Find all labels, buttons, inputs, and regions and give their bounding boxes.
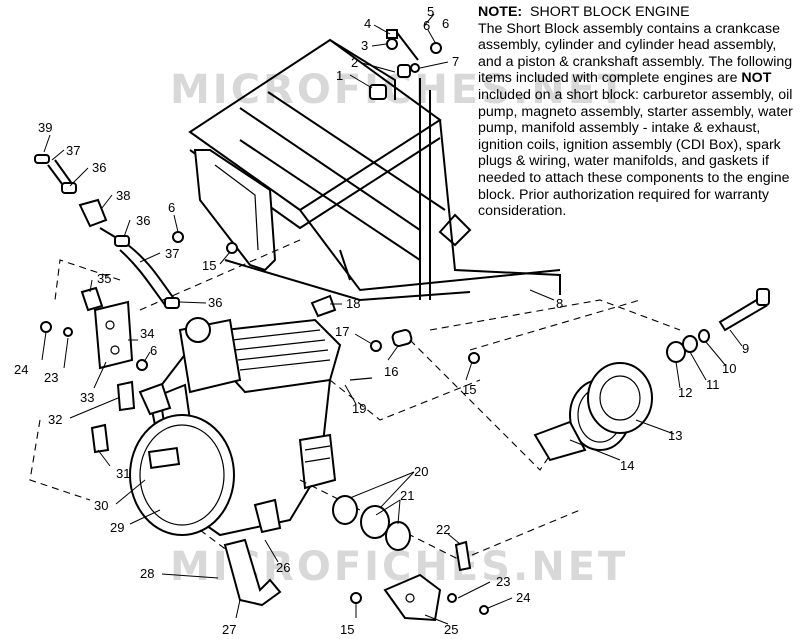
side-shield [193,149,277,272]
callout-34: 34 [140,326,154,341]
callout-20: 20 [414,464,428,479]
callout-11: 11 [706,377,720,392]
short-block-note: NOTE: SHORT BLOCK ENGINE The Short Block… [478,4,794,220]
callout-18: 18 [346,296,360,311]
note-body-2: included on a short block: carburetor as… [478,86,793,220]
magneto-cover [129,414,235,536]
callout-labels: 1 2 3 4 5 6 7 6 39 37 36 38 36 6 37 15 3… [14,4,749,637]
top-fittings [369,29,442,100]
callout-6d: 6 [150,343,157,358]
callout-32: 32 [48,412,62,427]
note-body-1: The Short Block assembly contains a cran… [478,20,793,87]
callout-9: 9 [742,341,749,356]
callout-17: 17 [335,324,349,339]
callout-3: 3 [361,38,368,53]
callout-21: 21 [400,488,414,503]
callout-35: 35 [97,271,111,286]
coolant-hose [223,538,282,607]
callout-2: 2 [351,55,358,70]
note-not-word: NOT [741,70,772,87]
callout-12: 12 [678,385,692,400]
callout-23b: 23 [496,574,510,589]
callout-5: 5 [427,4,434,19]
callout-25: 25 [444,622,458,637]
callout-30: 30 [94,498,108,513]
note-title: NOTE: [478,4,523,20]
water-pump-pulley [533,288,770,462]
callout-38: 38 [116,188,130,203]
callout-36c: 36 [208,295,222,310]
callout-36: 36 [92,160,106,175]
callout-7: 7 [452,54,459,69]
intake-couplers [332,495,411,551]
callout-27: 27 [222,622,236,637]
callout-15b: 15 [462,382,476,397]
callout-15: 15 [202,258,216,273]
callout-22: 22 [436,522,450,537]
callout-37: 37 [66,143,80,158]
callout-29: 29 [110,520,124,535]
hoses-left [34,154,180,312]
callout-6c: 6 [168,200,175,215]
callout-1: 1 [336,68,343,83]
callout-leaders [41,13,743,625]
mount-bracket [93,300,134,370]
callout-24b: 24 [516,590,530,605]
callout-37b: 37 [165,246,179,261]
callout-10: 10 [722,361,736,376]
callout-14: 14 [620,458,634,473]
callout-16: 16 [384,364,398,379]
callout-19: 19 [352,401,366,416]
callout-6b: 6 [442,16,449,31]
callout-24: 24 [14,362,28,377]
callout-15c: 15 [340,622,354,637]
callout-26: 26 [276,560,290,575]
callout-39: 39 [38,120,52,135]
callout-4: 4 [364,16,371,31]
callout-36b: 36 [136,213,150,228]
frame-assembly [188,29,561,302]
callout-33: 33 [80,390,94,405]
callout-28: 28 [140,566,154,581]
lower-bracket [383,573,442,622]
callout-31: 31 [116,466,130,481]
callout-6: 6 [423,18,430,33]
callout-13: 13 [668,428,682,443]
callout-8: 8 [556,296,563,311]
starter-handle [138,382,172,416]
note-subtitle: SHORT BLOCK ENGINE [530,4,690,20]
callout-23: 23 [44,370,58,385]
